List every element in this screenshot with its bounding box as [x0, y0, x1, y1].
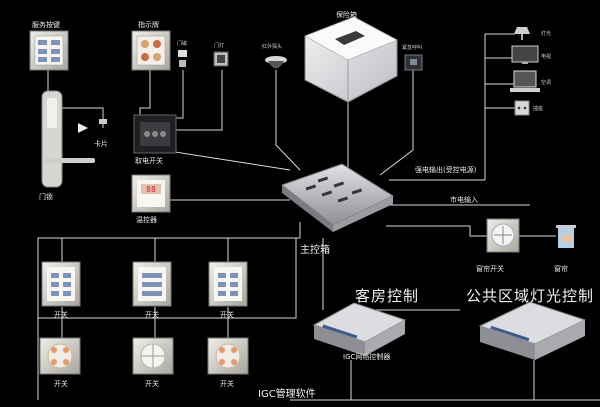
door-light-icon [213, 51, 229, 67]
device-1-label: 灯光 [541, 31, 552, 37]
tv-icon [511, 45, 539, 64]
switch-label-1: 开关 [54, 311, 68, 319]
indicator-label: 指示牌 [138, 21, 159, 29]
switch-panel-row1 [41, 261, 248, 307]
thermostat-panel: 88 [131, 174, 171, 213]
curtain-label: 窗帘 [554, 265, 568, 273]
strong-output-label: 强电输出(受控电源) [415, 166, 477, 174]
door-lock-label: 门锁 [39, 193, 53, 201]
switch-label-6: 开关 [220, 380, 234, 388]
switch-label-3: 开关 [220, 311, 234, 319]
lamp-icon [514, 27, 530, 40]
curtain-icon [556, 225, 576, 248]
switch-panel-row2 [39, 337, 249, 375]
igc-controller-label: IGC网络控制器 [343, 353, 391, 361]
svg-text:88: 88 [146, 185, 156, 194]
emergency-call-label: 紧急呼叫 [402, 45, 423, 51]
computer-icon [510, 70, 540, 92]
doorbell-label: 门磁 [177, 41, 188, 47]
device-4-label: 插座 [533, 106, 544, 112]
network-controller-icon [312, 301, 587, 360]
switch-label-5: 开关 [145, 380, 159, 388]
mains-input-label: 市电输入 [450, 196, 478, 204]
main-box-label: 主控箱 [300, 245, 330, 256]
emergency-call-icon [404, 54, 423, 71]
room-control-label: 客房控制 [355, 287, 420, 305]
card-label: 卡片 [94, 140, 108, 148]
service-button-label: 服务按键 [32, 21, 60, 29]
switch-label-4: 开关 [54, 380, 68, 388]
card-icon [78, 119, 107, 133]
power-switch-panel [133, 114, 177, 154]
switch-label-2: 开关 [145, 311, 159, 319]
door-light-label: 门灯 [214, 43, 225, 49]
infrared-probe-label: 红外探头 [262, 44, 283, 50]
door-lock-icon [41, 90, 95, 188]
infrared-probe-icon [265, 56, 287, 69]
curtain-switch-label: 窗帘开关 [476, 265, 504, 273]
service-button-panel [29, 30, 69, 71]
temp-controller-label: 温控器 [136, 216, 157, 224]
igc-software-label: IGC管理软件 [258, 389, 316, 400]
public-lighting-label: 公共区域灯光控制 [466, 287, 595, 305]
safe-label: 保险箱 [336, 11, 357, 19]
indicator-panel [131, 30, 171, 71]
safe-box [304, 16, 398, 103]
socket-icon [514, 100, 530, 116]
main-control-box [280, 163, 395, 232]
device-2-label: 电视 [541, 54, 552, 60]
power-switch-label: 取电开关 [135, 157, 163, 165]
door-sensor-icon [178, 50, 187, 67]
device-3-label: 空调 [541, 80, 552, 86]
curtain-switch-panel [486, 218, 520, 253]
